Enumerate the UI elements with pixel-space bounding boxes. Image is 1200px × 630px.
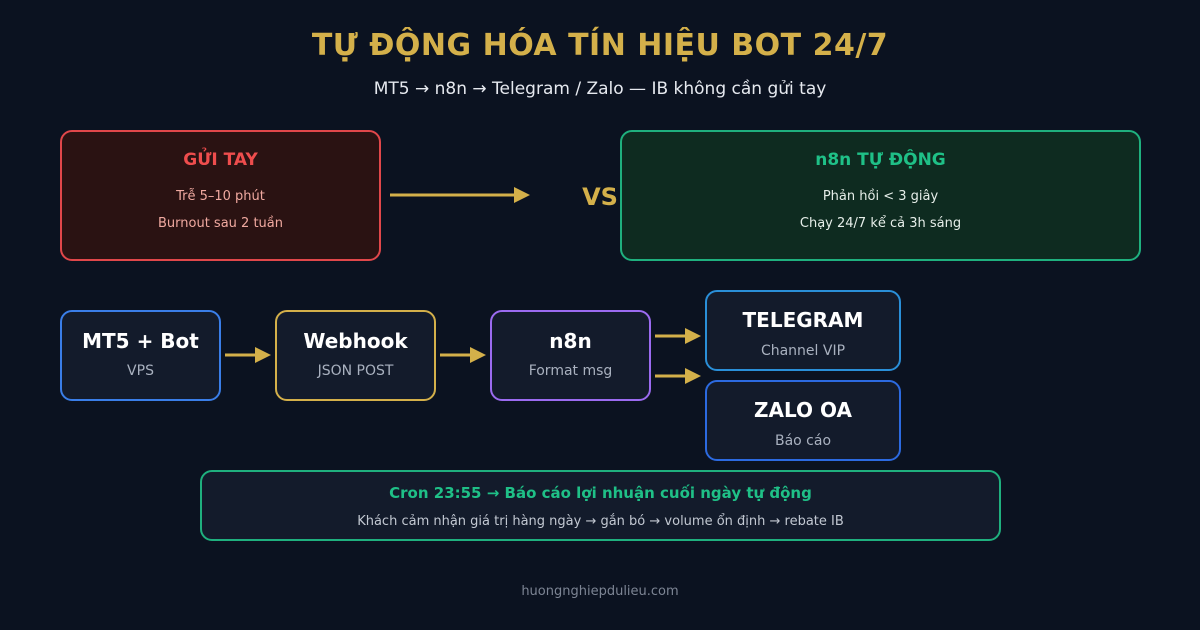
auto-uptime: Chạy 24/7 kể cả 3h sáng	[799, 216, 962, 231]
arrow-n8n-to-zalo	[655, 368, 701, 384]
vs-label: VS	[582, 183, 618, 211]
node-n8n-sub: Format msg	[528, 363, 613, 379]
arrow-n8n-to-telegram	[655, 328, 701, 344]
node-mt5-title: MT5 + Bot	[82, 329, 199, 353]
manual-burnout: Burnout sau 2 tuần	[158, 216, 283, 231]
node-zalo-sub: Báo cáo	[774, 433, 832, 449]
cron-title: Cron 23:55 → Báo cáo lợi nhuận cuối ngày…	[389, 484, 812, 502]
manual-card: GỬI TAY Trễ 5–10 phút Burnout sau 2 tuần	[60, 130, 381, 261]
arrow-mt5-to-webhook	[225, 347, 271, 363]
node-webhook: Webhook JSON POST	[275, 310, 436, 401]
node-mt5-bot: MT5 + Bot VPS	[60, 310, 221, 401]
auto-title: n8n TỰ ĐỘNG	[815, 150, 946, 170]
cron-sub: Khách cảm nhận giá trị hàng ngày → gắn b…	[357, 514, 844, 529]
page-subtitle: MT5 → n8n → Telegram / Zalo — IB không c…	[373, 79, 827, 99]
manual-title: GỬI TAY	[183, 150, 258, 170]
node-zalo: ZALO OA Báo cáo	[705, 380, 901, 461]
node-webhook-sub: JSON POST	[317, 363, 394, 379]
auto-response: Phản hồi < 3 giây	[822, 189, 939, 204]
node-zalo-title: ZALO OA	[754, 398, 852, 422]
manual-delay: Trễ 5–10 phút	[176, 189, 265, 204]
cron-card: Cron 23:55 → Báo cáo lợi nhuận cuối ngày…	[200, 470, 1001, 541]
node-mt5-sub: VPS	[127, 363, 154, 379]
auto-card: n8n TỰ ĐỘNG Phản hồi < 3 giây Chạy 24/7 …	[620, 130, 1141, 261]
footer-url[interactable]: huongnghiepdulieu.com	[521, 584, 679, 599]
node-n8n-title: n8n	[549, 329, 592, 353]
node-telegram: TELEGRAM Channel VIP	[705, 290, 901, 371]
node-webhook-title: Webhook	[303, 329, 408, 353]
node-telegram-title: TELEGRAM	[742, 308, 864, 332]
arrow-webhook-to-n8n	[440, 347, 486, 363]
node-n8n: n8n Format msg	[490, 310, 651, 401]
arrow-manual-to-auto	[390, 187, 530, 203]
page-title: TỰ ĐỘNG HÓA TÍN HIỆU BOT 24/7	[311, 28, 889, 63]
node-telegram-sub: Channel VIP	[760, 343, 846, 359]
